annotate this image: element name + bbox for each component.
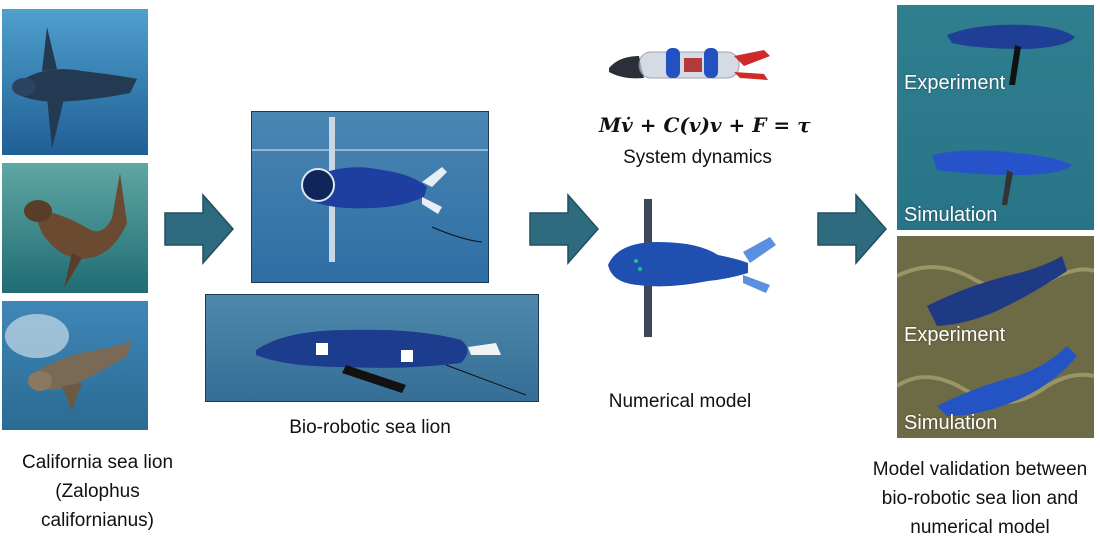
robot-side-view-photo xyxy=(205,294,539,402)
flow-arrow-2 xyxy=(528,193,600,265)
sea-lion-caption-line-3: californianus) xyxy=(0,506,195,535)
cad-model-render xyxy=(604,38,774,86)
numerical-model-render xyxy=(598,197,780,339)
sea-lion-caption-line-1: California sea lion xyxy=(0,448,195,477)
validation-caption: Model validation between bio-robotic sea… xyxy=(860,455,1100,542)
validation-caption-line-2: bio-robotic sea lion and xyxy=(860,484,1100,513)
validation-caption-line-1: Model validation between xyxy=(860,455,1100,484)
overlay-bottom-experiment: Experiment xyxy=(904,324,1005,347)
validation-caption-line-3: numerical model xyxy=(860,513,1100,542)
sea-lion-photo-2 xyxy=(2,163,148,293)
sea-lion-caption-line-2: (Zalophus xyxy=(0,477,195,506)
numerical-model-caption: Numerical model xyxy=(590,387,770,416)
bio-robot-caption: Bio-robotic sea lion xyxy=(250,413,490,442)
sea-lion-caption: California sea lion (Zalophus california… xyxy=(0,448,195,535)
sea-lion-photo-3 xyxy=(2,301,148,430)
validation-top-panel xyxy=(897,5,1094,230)
robot-top-view-photo xyxy=(251,111,489,283)
overlay-top-simulation: Simulation xyxy=(904,204,997,227)
overlay-bottom-simulation: Simulation xyxy=(904,412,997,435)
dynamics-equation: Mv̇ + C(v)v + F = τ xyxy=(599,113,811,137)
flow-arrow-3 xyxy=(816,193,888,265)
flow-arrow-1 xyxy=(163,193,235,265)
sea-lion-photo-1 xyxy=(2,9,148,155)
system-dynamics-caption: System dynamics xyxy=(590,143,805,172)
overlay-top-experiment: Experiment xyxy=(904,72,1005,95)
